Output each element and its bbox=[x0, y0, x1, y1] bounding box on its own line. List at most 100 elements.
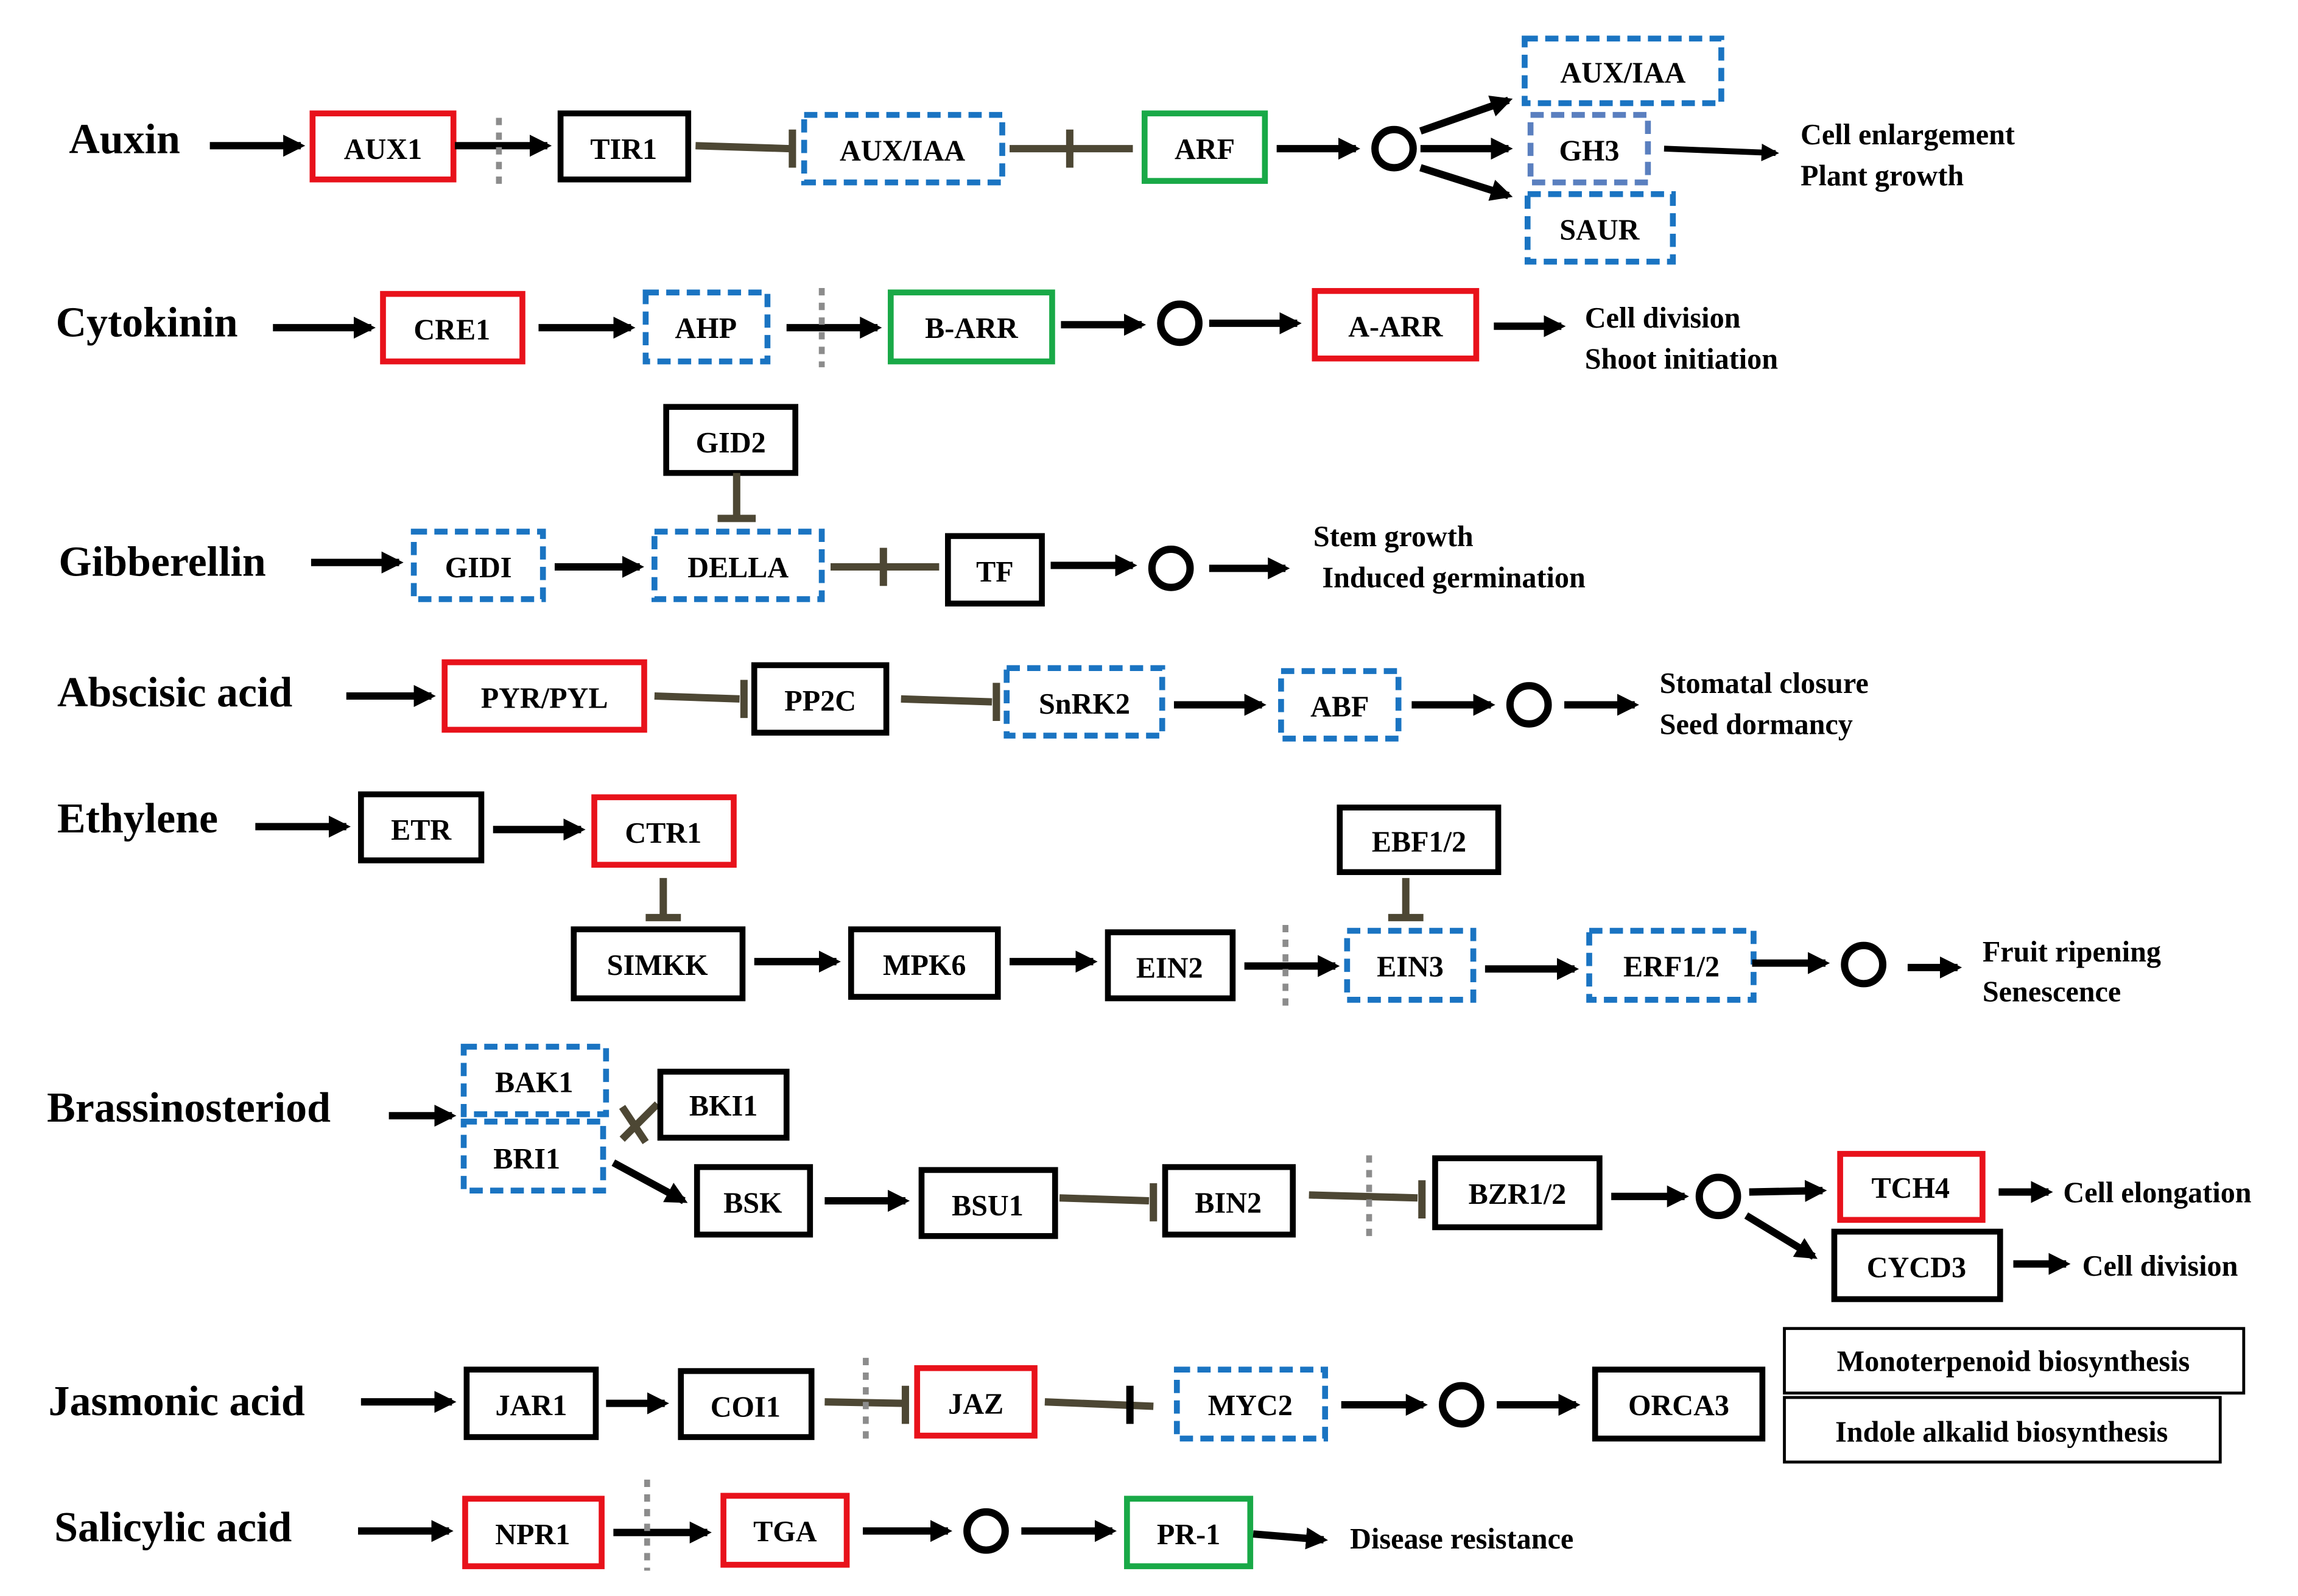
gene-box-pp2c bbox=[751, 662, 890, 736]
gene-label-bri1: BRI1 bbox=[493, 1143, 560, 1175]
gene-box-etr bbox=[358, 791, 485, 863]
gene-label-bin2: BIN2 bbox=[1195, 1187, 1262, 1219]
gene-box-gidi bbox=[410, 529, 546, 602]
outcome-cytokinin-2: Shoot initiation bbox=[1585, 343, 1779, 376]
inhibit-bki1-bri1 bbox=[619, 1101, 660, 1142]
gene-box-gh3 bbox=[1527, 111, 1651, 186]
gene-label-arf: ARF bbox=[1175, 133, 1235, 166]
outcome-abscisic-1: Stomatal closure bbox=[1660, 667, 1869, 700]
auxin-pathway: Auxin AUX1 TIR1 AUX/IAA ARF AUX/IAA GH3 … bbox=[69, 35, 2015, 265]
gene-label-tf: TF bbox=[976, 556, 1014, 588]
node-auxin bbox=[1371, 125, 1417, 172]
gene-box-orca3 bbox=[1592, 1366, 1766, 1442]
gene-box-jaz bbox=[914, 1365, 1038, 1439]
gene-label-auxiaa: AUX/IAA bbox=[840, 135, 965, 167]
outcome-ethylene-1: Fruit ripening bbox=[1983, 936, 2161, 968]
gene-label-gh3: GH3 bbox=[1559, 135, 1619, 167]
gene-box-aarr bbox=[1312, 288, 1480, 362]
gene-label-pyr: PYR/PYL bbox=[481, 682, 608, 714]
node-salicylic bbox=[963, 1508, 1009, 1554]
node-cytokinin bbox=[1157, 300, 1203, 346]
outcome-box-ja-mono bbox=[1783, 1327, 2246, 1395]
gene-box-ctr1 bbox=[591, 794, 737, 868]
gene-box-ebf12 bbox=[1337, 804, 1502, 876]
gene-label-coi1: COI1 bbox=[711, 1391, 781, 1423]
gene-label-jar1: JAR1 bbox=[496, 1390, 567, 1422]
gene-label-cycd3: CYCD3 bbox=[1867, 1251, 1966, 1284]
gene-box-ahp bbox=[642, 289, 771, 365]
brassinosteroid-pathway: Brassinosteriod BAK1 BRI1 BKI1 BSK BSU1 … bbox=[47, 1044, 2252, 1302]
gene-box-tf bbox=[945, 533, 1045, 606]
inhibit-pyr-pp2c bbox=[654, 692, 740, 703]
gene-label-pp2c: PP2C bbox=[784, 685, 856, 717]
gene-label-npr1: NPR1 bbox=[495, 1519, 570, 1551]
node-brassinosteroid bbox=[1695, 1173, 1741, 1220]
gene-label-saur: SAUR bbox=[1559, 214, 1640, 247]
hormone-label-abscisic: Abscisic acid bbox=[57, 669, 292, 716]
outcome-ja-mono: Monoterpenoid biosynthesis bbox=[1837, 1346, 2190, 1378]
gene-box-ein3 bbox=[1344, 927, 1477, 1003]
abscisic-pathway: Abscisic acid PYR/PYL PP2C SnRK2 ABF Sto… bbox=[57, 659, 1869, 742]
gene-label-tir1: TIR1 bbox=[590, 133, 657, 166]
gene-box-npr1 bbox=[462, 1496, 605, 1569]
gene-label-ein2: EIN2 bbox=[1136, 952, 1203, 985]
outcome-br-elongation: Cell elongation bbox=[2063, 1176, 2251, 1209]
gene-box-erf12 bbox=[1586, 927, 1757, 1003]
gene-label-ein3: EIN3 bbox=[1377, 951, 1444, 983]
gene-box-auxiaa bbox=[801, 111, 1005, 186]
outcome-gibberellin-1: Stem growth bbox=[1313, 521, 1474, 553]
gene-box-bsu1 bbox=[918, 1167, 1058, 1239]
inhibit-pp2c-snrk2 bbox=[901, 695, 993, 706]
cytokinin-pathway: Cytokinin CRE1 AHP B-ARR A-ARR Cell divi… bbox=[56, 288, 1779, 376]
gene-box-myc2 bbox=[1173, 1366, 1329, 1442]
outcome-sa-disease: Disease resistance bbox=[1350, 1523, 1573, 1555]
gene-label-barr: B-ARR bbox=[925, 312, 1019, 345]
gene-label-bzr12: BZR1/2 bbox=[1469, 1178, 1567, 1211]
gene-label-erf12: ERF1/2 bbox=[1623, 951, 1720, 983]
outcome-gibberellin-2: Induced germination bbox=[1322, 562, 1586, 594]
arrow-pr1-outcome bbox=[1253, 1527, 1328, 1550]
hormone-label-brassinosteroid: Brassinosteriod bbox=[47, 1085, 331, 1131]
hormone-label-salicylic: Salicylic acid bbox=[54, 1504, 292, 1551]
outcome-box-ja-indole bbox=[1783, 1396, 2222, 1464]
gene-box-cycd3 bbox=[1831, 1228, 2003, 1302]
gene-box-simkk bbox=[571, 926, 746, 1002]
hormone-label-jasmonic: Jasmonic acid bbox=[49, 1378, 305, 1425]
outcome-cytokinin-1: Cell division bbox=[1585, 302, 1741, 334]
node-abscisic bbox=[1506, 682, 1552, 728]
outcome-auxin-2: Plant growth bbox=[1801, 160, 1964, 192]
gene-box-coi1 bbox=[678, 1368, 815, 1440]
hormone-label-gibberellin: Gibberellin bbox=[58, 538, 265, 585]
arrow-gh3-outcome bbox=[1664, 143, 1779, 161]
gene-box-tir1 bbox=[557, 110, 692, 183]
gene-box-auxiaa-out bbox=[1522, 35, 1724, 107]
arrow-node-saur bbox=[1419, 164, 1513, 201]
gene-box-cre1 bbox=[380, 290, 525, 365]
gene-label-etr: ETR bbox=[391, 814, 452, 846]
gene-label-mpk6: MPK6 bbox=[883, 949, 966, 982]
gene-box-bin2 bbox=[1162, 1164, 1296, 1238]
arrow-bri1-bsk bbox=[611, 1159, 688, 1204]
gene-box-pr1 bbox=[1124, 1496, 1254, 1569]
hormone-label-auxin: Auxin bbox=[69, 116, 180, 163]
gene-box-bki1 bbox=[657, 1069, 790, 1141]
gene-label-auxiaa-out: AUX/IAA bbox=[1560, 57, 1685, 90]
gene-box-bak1 bbox=[460, 1044, 610, 1117]
gibberellin-pathway: Gibberellin GID2 GIDI DELLA TF Stem grow… bbox=[58, 404, 1586, 606]
gene-box-snrk2 bbox=[1003, 665, 1165, 739]
outcome-ethylene-2: Senescence bbox=[1983, 976, 2121, 1008]
gene-label-tch4: TCH4 bbox=[1872, 1172, 1950, 1204]
gene-box-tch4 bbox=[1837, 1151, 1986, 1223]
hormone-label-ethylene: Ethylene bbox=[57, 795, 218, 842]
salicylic-pathway: Salicylic acid NPR1 TGA PR-1 Disease res… bbox=[54, 1479, 1573, 1571]
outcome-auxin-1: Cell enlargement bbox=[1801, 119, 2015, 151]
gene-label-gid2: GID2 bbox=[696, 427, 766, 459]
gene-box-pyr bbox=[441, 659, 647, 733]
gene-label-abf: ABF bbox=[1310, 691, 1369, 723]
arrow-node-cycd3 bbox=[1744, 1212, 1818, 1260]
jasmonic-pathway: Jasmonic acid JAR1 COI1 JAZ MYC2 ORCA3 M… bbox=[49, 1327, 2246, 1464]
gene-box-ein2 bbox=[1105, 929, 1236, 1002]
node-gibberellin bbox=[1148, 545, 1194, 591]
